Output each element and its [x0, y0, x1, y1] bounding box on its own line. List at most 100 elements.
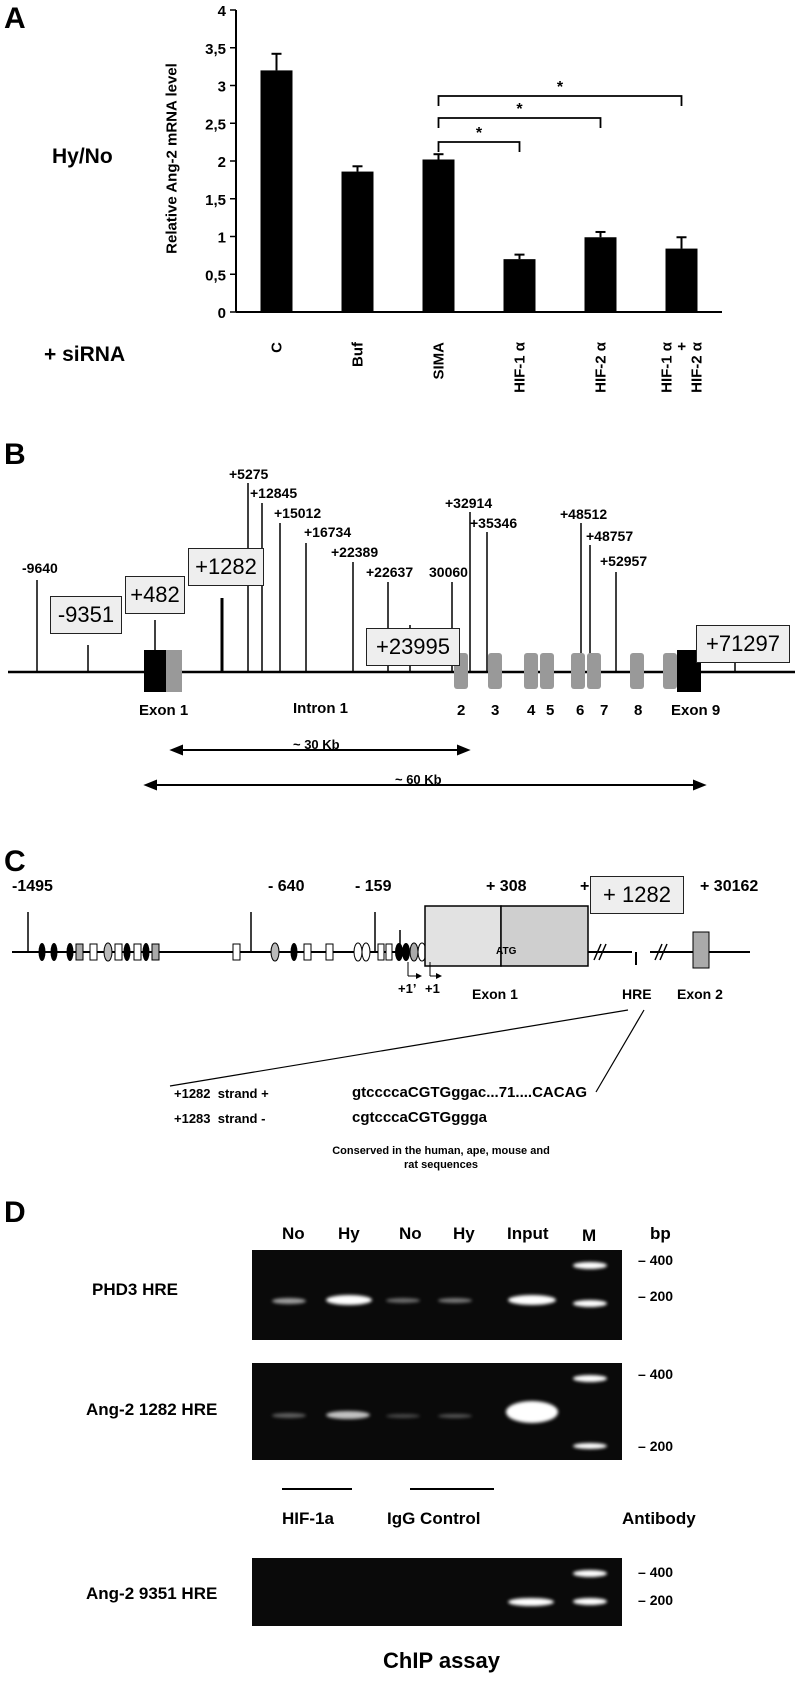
marker-200-text-3: 200: [649, 1592, 674, 1608]
category-label: +: [674, 342, 691, 351]
exon-4: [524, 653, 538, 689]
exon-2-label: 2: [457, 702, 466, 719]
exon-4-label: 4: [527, 702, 536, 719]
pos-c-308: + 308: [486, 878, 527, 895]
significance-bracket: [437, 141, 521, 152]
exon-5-label: 5: [546, 702, 555, 719]
exon1-label: Exon 1: [139, 702, 189, 719]
category-label: C: [269, 342, 286, 353]
exon1-coding: [500, 905, 589, 967]
pos-48512: +48512: [560, 506, 608, 522]
y-tick-label: 1: [218, 230, 226, 247]
pos-16734: +16734: [304, 524, 352, 540]
lane-label-hy-1: Hy: [338, 1224, 360, 1243]
exon1-grey: [166, 650, 182, 692]
pos-5275: +5275: [229, 466, 269, 482]
pos-12845: +12845: [250, 485, 298, 501]
tss-1prime: +1’: [398, 981, 417, 996]
seq-row-2-seq: cgtcccaCGTGggga: [352, 1109, 488, 1126]
marker-400-2: – 400: [638, 1366, 674, 1382]
y-tick-label: 3,5: [205, 41, 226, 58]
bar: [665, 248, 698, 312]
atg-label: ATG: [496, 946, 517, 957]
exon9-label: Exon 9: [671, 702, 721, 719]
exon1-black: [144, 650, 166, 692]
exon-9-grey: [663, 653, 677, 689]
seq-row-2-label: +1283 strand -: [174, 1111, 266, 1126]
marker-200-2: – 200: [638, 1438, 674, 1454]
significance-star: *: [516, 101, 523, 118]
exon-3: [488, 653, 502, 689]
y-tick-label: 2,5: [205, 116, 226, 133]
lane-label-no-1: No: [282, 1224, 305, 1243]
exon-6-label: 6: [576, 702, 585, 719]
y-tick-label: 4: [218, 3, 227, 20]
hre-box-1282: + 1282: [590, 876, 684, 914]
lane-label-no-2: No: [399, 1224, 422, 1243]
pos-22389: +22389: [331, 544, 379, 560]
c-exon2-label: Exon 2: [677, 986, 723, 1002]
pos-box-482: +482: [125, 576, 185, 614]
category-label: HIF-2 α: [593, 341, 610, 393]
significance-bracket: [437, 95, 683, 106]
lane-label-hy-2: Hy: [453, 1224, 475, 1243]
pos-c--1495: -1495: [12, 878, 53, 895]
marker-400-text-3: 400: [649, 1564, 674, 1580]
marker-200-text-2: 200: [649, 1438, 674, 1454]
span-60kb-label: ~ 60 Kb: [395, 772, 442, 787]
marker-400-3: – 400: [638, 1564, 674, 1580]
gel-row-phd3: PHD3 HRE: [92, 1280, 178, 1299]
pos--9640: -9640: [22, 560, 58, 576]
igg-underline: [410, 1488, 494, 1490]
seq-row-1-seq: gtccccaCGTGggac...71....CACAG: [352, 1084, 588, 1101]
break-marks: [593, 943, 668, 961]
exon-6: [571, 653, 585, 689]
category-label: HIF-2 α: [689, 341, 706, 393]
pos-box--9351: -9351: [50, 596, 122, 634]
sirna-label: + siRNA: [44, 343, 126, 366]
category-label: HIF-1 α: [659, 341, 676, 393]
exon-3-label: 3: [491, 702, 500, 719]
bar: [503, 259, 536, 312]
gel-ang2-1282: [252, 1363, 622, 1460]
y-tick-label: 1,5: [205, 192, 226, 209]
y-tick-label: 0,5: [205, 267, 226, 284]
chip-caption: ChIP assay: [383, 1648, 501, 1673]
pos-32914: +32914: [445, 495, 493, 511]
span-arrows: [143, 744, 707, 791]
pos-15012: +15012: [274, 505, 322, 521]
bp-label: bp: [650, 1224, 671, 1243]
gel-phd3: [252, 1250, 622, 1340]
pos-35346: +35346: [470, 515, 518, 531]
antibody-label: Antibody: [622, 1509, 696, 1528]
marker-200-text-1: 200: [649, 1288, 674, 1304]
pos-box-1282: +1282: [188, 548, 264, 586]
lane-label-input: Input: [507, 1224, 549, 1243]
panel-c-letter: C: [4, 845, 26, 878]
exon-7-label: 7: [600, 702, 609, 719]
marker-400-text-2: 400: [649, 1366, 674, 1382]
category-label: Buf: [350, 341, 367, 367]
pos-22637: +22637: [366, 564, 414, 580]
conservation-note: Conserved in the human, ape, mouse and r…: [296, 1144, 586, 1172]
gel-ang2-9351: [252, 1558, 622, 1626]
panel-a-letter: A: [4, 2, 26, 35]
gel-row-ang2-9351: Ang-2 9351 HRE: [86, 1584, 218, 1603]
pos-box-23995: +23995: [366, 628, 460, 666]
panel-d-letter: D: [4, 1196, 26, 1229]
note-line-2: rat sequences: [404, 1159, 478, 1171]
y-tick-label: 0: [218, 305, 226, 322]
pos-30060: 30060: [429, 564, 468, 580]
exon2-box: [692, 931, 710, 969]
significance-star: *: [557, 79, 564, 96]
category-label: HIF-1 α: [512, 341, 529, 393]
note-line-1: Conserved in the human, ape, mouse and: [332, 1145, 550, 1157]
bar: [584, 237, 617, 312]
antibody-igg: IgG Control: [387, 1509, 481, 1528]
condition-label: Hy/No: [52, 145, 113, 168]
y-tick-label: 3: [218, 79, 226, 96]
exon-7: [587, 653, 601, 689]
significance-bracket: [437, 117, 602, 128]
c-exon1-label: Exon 1: [472, 986, 518, 1002]
